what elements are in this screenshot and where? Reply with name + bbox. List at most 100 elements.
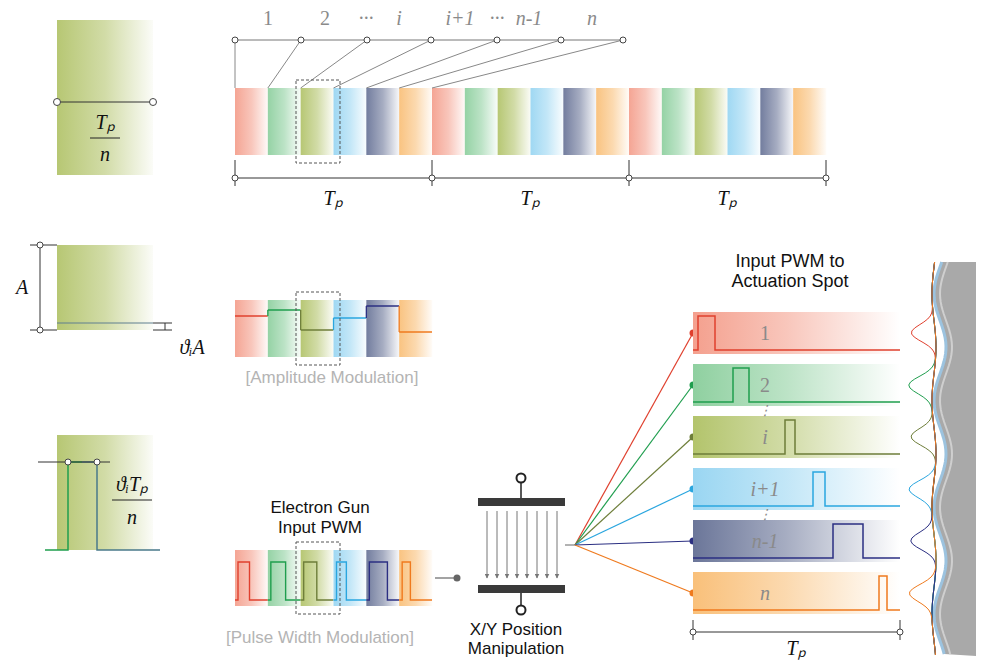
- index-label: 1: [263, 7, 273, 29]
- surface-edge: [940, 262, 952, 654]
- bracket-node: [626, 175, 632, 181]
- index-label: ···: [490, 7, 505, 29]
- pulse-trace: [693, 364, 900, 406]
- amplitude-level: [334, 317, 367, 318]
- time-segment: [399, 88, 432, 155]
- time-segment: [760, 88, 793, 155]
- time-segment: [465, 88, 498, 155]
- leader-line: [301, 40, 367, 88]
- plate-terminal: [517, 474, 526, 483]
- bracket-node: [690, 629, 696, 635]
- beam-connector: [575, 437, 693, 545]
- math-symbol: A: [16, 276, 28, 298]
- pulse-trace: [693, 572, 900, 614]
- pulse-trace: [693, 416, 900, 458]
- dimension-end: [37, 242, 43, 248]
- bracket-node: [232, 175, 238, 181]
- pulse-line: [693, 316, 900, 350]
- pulse-trace: [693, 468, 900, 510]
- time-segment: [399, 550, 432, 606]
- time-segment: [629, 88, 662, 155]
- spot-profile: [912, 262, 936, 655]
- index-label: ⋮: [758, 403, 772, 418]
- pulse-line: [693, 472, 900, 506]
- pwm-pulse: [235, 562, 268, 600]
- time-segment: [662, 88, 695, 155]
- block-heading: Electron Gun Input PWM: [252, 498, 388, 537]
- beam-connector: [575, 385, 693, 545]
- field-line: [527, 511, 528, 578]
- amplitude-level: [301, 329, 334, 330]
- index-label: n: [587, 7, 597, 29]
- index-label: i+1: [445, 7, 474, 29]
- dimension-end: [65, 459, 71, 465]
- field-line: [547, 511, 548, 578]
- dimension-end: [37, 327, 43, 333]
- leader-line: [235, 40, 236, 88]
- pwm-pulse: [82, 462, 160, 550]
- bracket-node: [298, 37, 304, 43]
- pulse-line: [693, 420, 900, 454]
- beam-line: [565, 545, 575, 546]
- spot-index: i: [759, 426, 771, 449]
- leader-line: [432, 40, 623, 88]
- period-tick: [826, 160, 827, 186]
- pwm-signal-block: Electron Gun Input PWM[Pulse Width Modul…: [205, 498, 435, 648]
- bracket-node: [364, 37, 370, 43]
- math-symbol: ϑᵢTₚ: [116, 473, 148, 495]
- time-segment: [301, 550, 334, 606]
- dimension-end: [54, 99, 61, 106]
- index-label: ···: [359, 7, 374, 29]
- dimension-line: [153, 323, 172, 324]
- dimension-line: [165, 323, 166, 330]
- spot-index: 2: [757, 374, 773, 397]
- bracket-node: [558, 37, 564, 43]
- mode-caption: [Amplitude Modulation]: [246, 369, 419, 388]
- amplitude-step: [333, 318, 334, 330]
- beam-connector: [575, 489, 693, 545]
- bracket-node: [897, 629, 903, 635]
- actuation-spot-band: 2: [693, 364, 900, 406]
- actuation-spot-band: n: [693, 572, 900, 614]
- time-segment: [334, 550, 367, 606]
- plate-terminal-wire: [520, 593, 522, 606]
- math-symbol: Tₚ: [323, 187, 342, 209]
- time-segment: [366, 88, 399, 155]
- time-segment: [366, 550, 399, 606]
- amplitude-level: [57, 323, 153, 324]
- period-tick: [432, 160, 433, 186]
- math-symbol: Tₚ: [717, 187, 736, 209]
- segment-swatch: [57, 245, 153, 330]
- time-segment: [399, 300, 432, 357]
- pwm-pulse: [334, 562, 367, 600]
- period-bracket: [693, 632, 900, 633]
- segment-swatch: [57, 20, 153, 175]
- focus-box: [296, 542, 340, 614]
- actuation-spot-band: i+1: [693, 468, 900, 510]
- dimension-line: [40, 245, 41, 330]
- focus-box: [296, 80, 340, 163]
- actuation-spot-band: 1: [693, 312, 900, 354]
- math-symbol: Tₚ: [95, 111, 114, 133]
- bracket-node: [823, 175, 829, 181]
- time-segment: [531, 88, 564, 155]
- time-segment: [334, 300, 367, 357]
- pulse-trace: [693, 520, 900, 562]
- field-line: [517, 511, 518, 578]
- time-segment: [235, 300, 268, 357]
- pulse-line: [693, 524, 900, 558]
- amplitude-step: [267, 310, 268, 316]
- spot-profile: [911, 262, 936, 655]
- time-segment: [728, 88, 761, 155]
- leader-line: [399, 40, 561, 88]
- beam-connector: [575, 541, 693, 545]
- leader-line: [268, 40, 301, 88]
- math-symbol: ϑᵢA: [179, 336, 204, 358]
- dimension-line: [153, 330, 172, 331]
- block-caption: X/Y Position Manipulation: [457, 620, 575, 659]
- pulse-trace: [693, 312, 900, 354]
- period-tick: [629, 160, 630, 186]
- focus-box: [296, 292, 340, 365]
- spot-index: n-1: [749, 530, 782, 553]
- dimension-end: [150, 99, 157, 106]
